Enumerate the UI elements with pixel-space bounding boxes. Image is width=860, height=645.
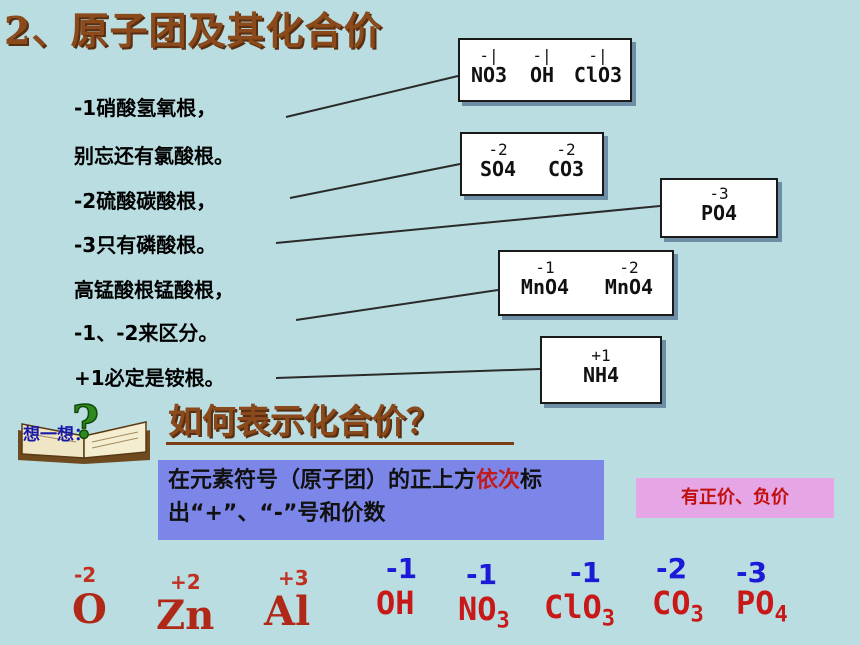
rule-text-part2: 标出“+”、“-”号和价数 <box>168 468 543 526</box>
formula-label: MnO4 <box>520 275 570 299</box>
connector-line-4 <box>295 289 499 321</box>
element-valence: +3 <box>278 566 309 590</box>
radical-valence: -2 <box>656 552 688 585</box>
page-title: 2、原子团及其化合价 <box>4 8 383 53</box>
formula-label: ClO3 <box>573 63 623 87</box>
radical-formula: PO4 <box>736 584 788 628</box>
radical-valence: -3 <box>736 556 768 589</box>
radical-formula: OH <box>376 584 415 622</box>
radical-formula: CO3 <box>652 584 704 628</box>
formula-item: +1 NH4 <box>556 346 646 387</box>
connector-line-3 <box>275 205 661 244</box>
element-symbol: Al <box>264 588 311 635</box>
mnemonic-line-1: -1硝酸氢氧根， <box>74 96 217 120</box>
formula-item: -| NO3 <box>466 46 512 87</box>
formula-item: -| ClO3 <box>570 46 626 87</box>
valence-label: -| <box>532 46 552 65</box>
formula-box-4: -1 MnO4 -2 MnO4 <box>498 250 674 316</box>
formula-item: -| OH <box>522 46 562 87</box>
element-symbol: O <box>72 586 107 633</box>
formula-item: -2 SO4 <box>470 140 526 181</box>
formula-label: NH4 <box>582 363 620 387</box>
valence-label: -| <box>479 46 499 65</box>
valence-label: -2 <box>488 140 508 159</box>
radical-valence: -1 <box>466 558 498 591</box>
radical-formula: NO3 <box>458 590 510 634</box>
valence-label: +1 <box>591 346 611 365</box>
valence-label: -| <box>588 46 608 65</box>
element-valence: -2 <box>74 563 97 587</box>
connector-line-5 <box>275 368 541 379</box>
formula-item: -3 PO4 <box>672 184 766 225</box>
note-badge: 有正价、负价 <box>636 478 834 518</box>
radical-formula: ClO3 <box>544 588 616 632</box>
connector-line-1 <box>285 75 459 118</box>
rule-text: 在元素符号（原子团）的正上方依次标出“+”、“-”号和价数 <box>168 464 588 530</box>
radical-valence: -1 <box>386 552 418 585</box>
rule-text-highlight: 依次 <box>476 468 521 493</box>
formula-label: NO3 <box>470 63 508 87</box>
valence-label: -1 <box>535 258 555 277</box>
rule-box <box>158 460 604 540</box>
valence-label: -2 <box>619 258 639 277</box>
mnemonic-line-6: -1、-2来区分。 <box>74 321 219 345</box>
mnemonic-line-5: 高锰酸根锰酸根， <box>74 278 234 302</box>
formula-label: CO3 <box>547 157 585 181</box>
svg-text:?: ? <box>72 400 99 449</box>
formula-item: -1 MnO4 <box>506 258 584 299</box>
valence-label: -3 <box>709 184 729 203</box>
formula-label: MnO4 <box>604 275 654 299</box>
element-symbol: Zn <box>156 592 215 639</box>
formula-box-5: +1 NH4 <box>540 336 662 404</box>
connector-line-2 <box>289 163 461 199</box>
book-question-icon: ? <box>18 400 150 464</box>
rule-text-part1: 在元素符号（原子团）的正上方 <box>168 468 477 493</box>
mnemonic-line-2: 别忘还有氯酸根。 <box>74 144 234 168</box>
formula-item: -2 MnO4 <box>590 258 668 299</box>
radical-valence: -1 <box>570 556 602 589</box>
formula-label: SO4 <box>479 157 517 181</box>
think-question: 如何表示化合价？ <box>168 402 440 442</box>
mnemonic-line-4: -3只有磷酸根。 <box>74 233 217 257</box>
element-valence: +2 <box>170 570 201 594</box>
question-underline <box>166 442 514 445</box>
formula-box-3: -3 PO4 <box>660 178 778 238</box>
formula-label: OH <box>529 63 555 87</box>
formula-item: -2 CO3 <box>538 140 594 181</box>
formula-box-1: -| NO3 -| OH -| ClO3 <box>458 38 632 102</box>
mnemonic-line-3: -2硫酸碳酸根， <box>74 189 217 213</box>
valence-label: -2 <box>556 140 576 159</box>
formula-label: PO4 <box>700 201 738 225</box>
formula-box-2: -2 SO4 -2 CO3 <box>460 132 604 196</box>
think-label: 想一想： <box>23 425 91 445</box>
mnemonic-line-7: +1必定是铵根。 <box>74 366 225 390</box>
